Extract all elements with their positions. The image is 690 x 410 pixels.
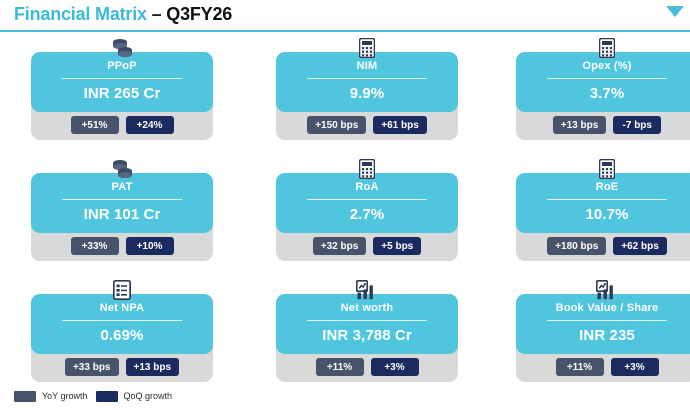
card-panel: Book Value / Share INR 235 bbox=[516, 294, 690, 354]
card-badges: +32 bps +5 bps bbox=[276, 236, 458, 256]
metric-card-opex[interactable]: Opex (%) 3.7% +13 bps -7 bps bbox=[516, 36, 690, 140]
yoy-badge[interactable]: +11% bbox=[555, 358, 604, 376]
page-title-dash: – bbox=[146, 4, 167, 24]
bar-chart-growth-icon bbox=[594, 278, 620, 300]
card-value: 3.7% bbox=[589, 85, 625, 102]
card-value: 0.69% bbox=[100, 327, 144, 344]
metric-card-ppop[interactable]: PPoP INR 265 Cr +51% +24% bbox=[31, 36, 213, 140]
metric-card-net-npa[interactable]: Net NPA 0.69% +33 bps +13 bps bbox=[31, 278, 213, 382]
card-label: Opex (%) bbox=[582, 60, 632, 72]
card-badges: +33% +10% bbox=[31, 236, 213, 256]
card-badges: +150 bps +61 bps bbox=[276, 115, 458, 135]
qoq-badge[interactable]: +10% bbox=[125, 237, 174, 255]
metric-card-net-worth[interactable]: Net worth INR 3,788 Cr +11% +3% bbox=[276, 278, 458, 382]
card-divider bbox=[62, 320, 182, 321]
clipboard-checklist-icon bbox=[109, 278, 135, 300]
card-badges: +180 bps +62 bps bbox=[516, 236, 690, 256]
page-title-main: Financial Matrix bbox=[14, 4, 147, 24]
page-title: Financial Matrix – Q3FY26 bbox=[14, 4, 232, 25]
legend-swatch-yoy-icon bbox=[14, 390, 36, 402]
card-badges: +11% +3% bbox=[276, 357, 458, 377]
qoq-badge[interactable]: +24% bbox=[125, 116, 174, 134]
triangle-arrow-icon bbox=[666, 4, 684, 17]
metric-row: PPoP INR 265 Cr +51% +24% bbox=[0, 36, 690, 148]
metric-card-book-value-per-share[interactable]: Book Value / Share INR 235 +11% +3% bbox=[516, 278, 690, 382]
metric-card-roa[interactable]: RoA 2.7% +32 bps +5 bps bbox=[276, 157, 458, 261]
card-panel: NIM 9.9% bbox=[276, 52, 458, 112]
yoy-badge[interactable]: +150 bps bbox=[307, 116, 367, 134]
calculator-icon bbox=[594, 157, 620, 179]
card-panel: PAT INR 101 Cr bbox=[31, 173, 213, 233]
card-value: 2.7% bbox=[349, 206, 385, 223]
qoq-badge[interactable]: +62 bps bbox=[613, 237, 667, 255]
card-label: Net worth bbox=[340, 302, 394, 314]
card-badges: +13 bps -7 bps bbox=[516, 115, 690, 135]
card-label: PPoP bbox=[107, 60, 137, 72]
bar-chart-growth-icon bbox=[354, 278, 380, 300]
card-panel: RoE 10.7% bbox=[516, 173, 690, 233]
card-label: PAT bbox=[111, 181, 133, 193]
legend: YoY growth QoQ growth bbox=[14, 389, 172, 403]
card-panel: Net worth INR 3,788 Cr bbox=[276, 294, 458, 354]
page-header: Financial Matrix – Q3FY26 bbox=[0, 0, 690, 32]
card-value: 10.7% bbox=[585, 206, 629, 223]
card-value: INR 3,788 Cr bbox=[322, 327, 412, 344]
qoq-badge[interactable]: +61 bps bbox=[373, 116, 427, 134]
yoy-badge[interactable]: +180 bps bbox=[547, 237, 607, 255]
metric-card-nim[interactable]: NIM 9.9% +150 bps +61 bps bbox=[276, 36, 458, 140]
card-divider bbox=[62, 78, 182, 79]
metric-row: PAT INR 101 Cr +33% +10% bbox=[0, 157, 690, 269]
calculator-icon bbox=[354, 36, 380, 58]
calculator-icon bbox=[594, 36, 620, 58]
qoq-badge[interactable]: +13 bps bbox=[125, 358, 180, 376]
page-title-period: Q3FY26 bbox=[166, 4, 233, 24]
card-divider bbox=[547, 199, 667, 200]
card-label: RoA bbox=[355, 181, 379, 193]
metric-card-pat[interactable]: PAT INR 101 Cr +33% +10% bbox=[31, 157, 213, 261]
legend-item-yoy: YoY growth bbox=[14, 390, 88, 402]
card-value: INR 235 bbox=[579, 327, 635, 344]
yoy-badge[interactable]: +33 bps bbox=[64, 358, 119, 376]
qoq-badge[interactable]: +5 bps bbox=[373, 237, 422, 255]
legend-label-qoq: QoQ growth bbox=[123, 391, 173, 401]
card-value: 9.9% bbox=[349, 85, 385, 102]
metric-card-roe[interactable]: RoE 10.7% +180 bps +62 bps bbox=[516, 157, 690, 261]
yoy-badge[interactable]: +32 bps bbox=[312, 237, 367, 255]
card-panel: Net NPA 0.69% bbox=[31, 294, 213, 354]
metric-row: Net NPA 0.69% +33 bps +13 bps bbox=[0, 278, 690, 390]
qoq-badge[interactable]: +3% bbox=[610, 358, 659, 376]
card-divider bbox=[547, 78, 667, 79]
qoq-badge[interactable]: -7 bps bbox=[613, 116, 662, 134]
header-divider bbox=[0, 30, 690, 32]
card-divider bbox=[307, 199, 427, 200]
yoy-badge[interactable]: +33% bbox=[70, 237, 119, 255]
card-panel: Opex (%) 3.7% bbox=[516, 52, 690, 112]
card-label: Net NPA bbox=[99, 302, 145, 314]
coins-icon bbox=[109, 157, 135, 179]
card-label: RoE bbox=[595, 181, 619, 193]
card-panel: RoA 2.7% bbox=[276, 173, 458, 233]
yoy-badge[interactable]: +51% bbox=[70, 116, 119, 134]
card-divider bbox=[547, 320, 667, 321]
coins-icon bbox=[109, 36, 135, 58]
card-badges: +11% +3% bbox=[516, 357, 690, 377]
calculator-icon bbox=[354, 157, 380, 179]
card-divider bbox=[307, 78, 427, 79]
card-divider bbox=[307, 320, 427, 321]
metric-card-grid: PPoP INR 265 Cr +51% +24% bbox=[0, 36, 690, 382]
yoy-badge[interactable]: +13 bps bbox=[552, 116, 607, 134]
card-panel: PPoP INR 265 Cr bbox=[31, 52, 213, 112]
card-label: Book Value / Share bbox=[555, 302, 659, 314]
legend-item-qoq: QoQ growth bbox=[95, 390, 173, 402]
card-divider bbox=[62, 199, 182, 200]
card-value: INR 101 Cr bbox=[83, 206, 161, 223]
card-badges: +33 bps +13 bps bbox=[31, 357, 213, 377]
yoy-badge[interactable]: +11% bbox=[315, 358, 364, 376]
card-badges: +51% +24% bbox=[31, 115, 213, 135]
card-label: NIM bbox=[356, 60, 378, 72]
legend-label-yoy: YoY growth bbox=[42, 391, 88, 401]
legend-swatch-qoq-icon bbox=[95, 390, 118, 402]
qoq-badge[interactable]: +3% bbox=[370, 358, 419, 376]
card-value: INR 265 Cr bbox=[83, 85, 161, 102]
